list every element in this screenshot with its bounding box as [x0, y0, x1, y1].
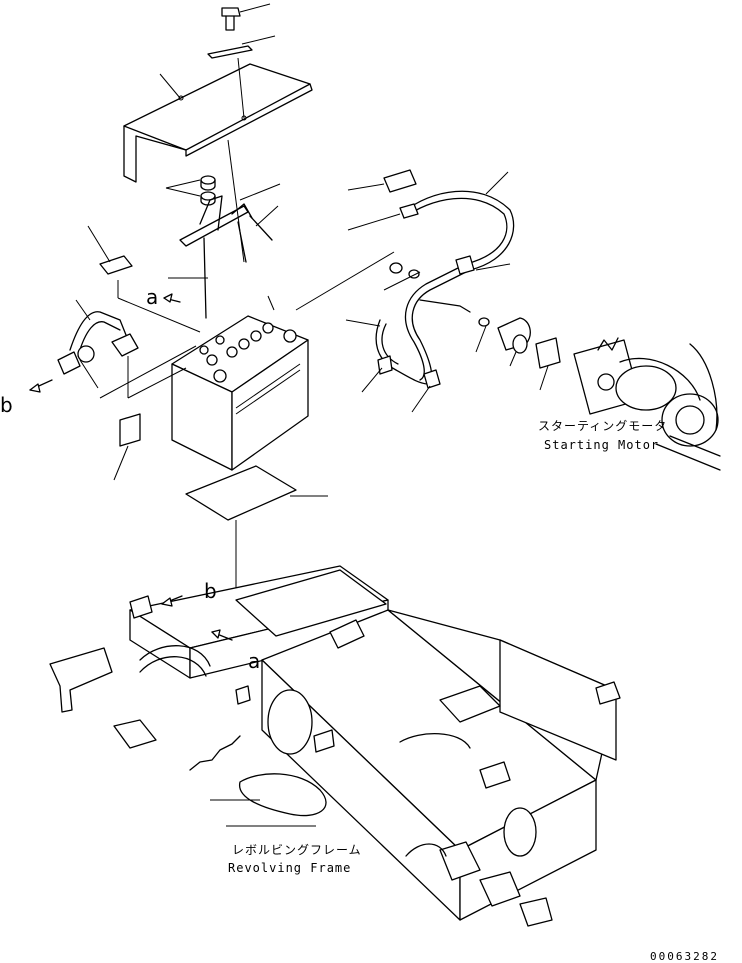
- starter-harness: [295, 169, 515, 413]
- view-a-frame-arrow: a: [211, 629, 260, 673]
- nut-set: [165, 175, 216, 206]
- battery-holder: [179, 139, 281, 319]
- leader-line: [117, 297, 201, 333]
- battery-cover: [123, 63, 313, 183]
- clamp-plate: [207, 35, 276, 119]
- insulation-cap: [535, 337, 561, 391]
- view-a-letter: a: [146, 285, 158, 309]
- view-b-frame-letter: b: [204, 579, 217, 603]
- starting-motor-label-jp: スターティングモータ: [538, 419, 667, 433]
- view-a-frame-letter: a: [248, 649, 260, 673]
- battery-mat: [185, 465, 328, 608]
- view-b-arrow: b: [0, 379, 53, 417]
- hold-down-bolt: [221, 3, 271, 31]
- battery: [171, 295, 309, 471]
- terminal-boot: [475, 317, 531, 367]
- revolving-frame: [49, 565, 621, 927]
- battery-cable-negative: [57, 299, 197, 399]
- view-b-frame-arrow: b: [161, 579, 217, 607]
- warning-sticker: [113, 413, 141, 481]
- starting-motor: [573, 337, 721, 471]
- revolving-frame-label-en: Revolving Frame: [228, 861, 351, 875]
- starting-motor-label-en: Starting Motor: [544, 438, 659, 452]
- view-b-letter: b: [0, 393, 13, 417]
- drawing-number: 00063282: [650, 950, 719, 963]
- revolving-frame-label-jp: レボルビングフレーム: [232, 843, 362, 857]
- view-a-arrow: a: [146, 285, 181, 309]
- caution-label: [87, 225, 133, 275]
